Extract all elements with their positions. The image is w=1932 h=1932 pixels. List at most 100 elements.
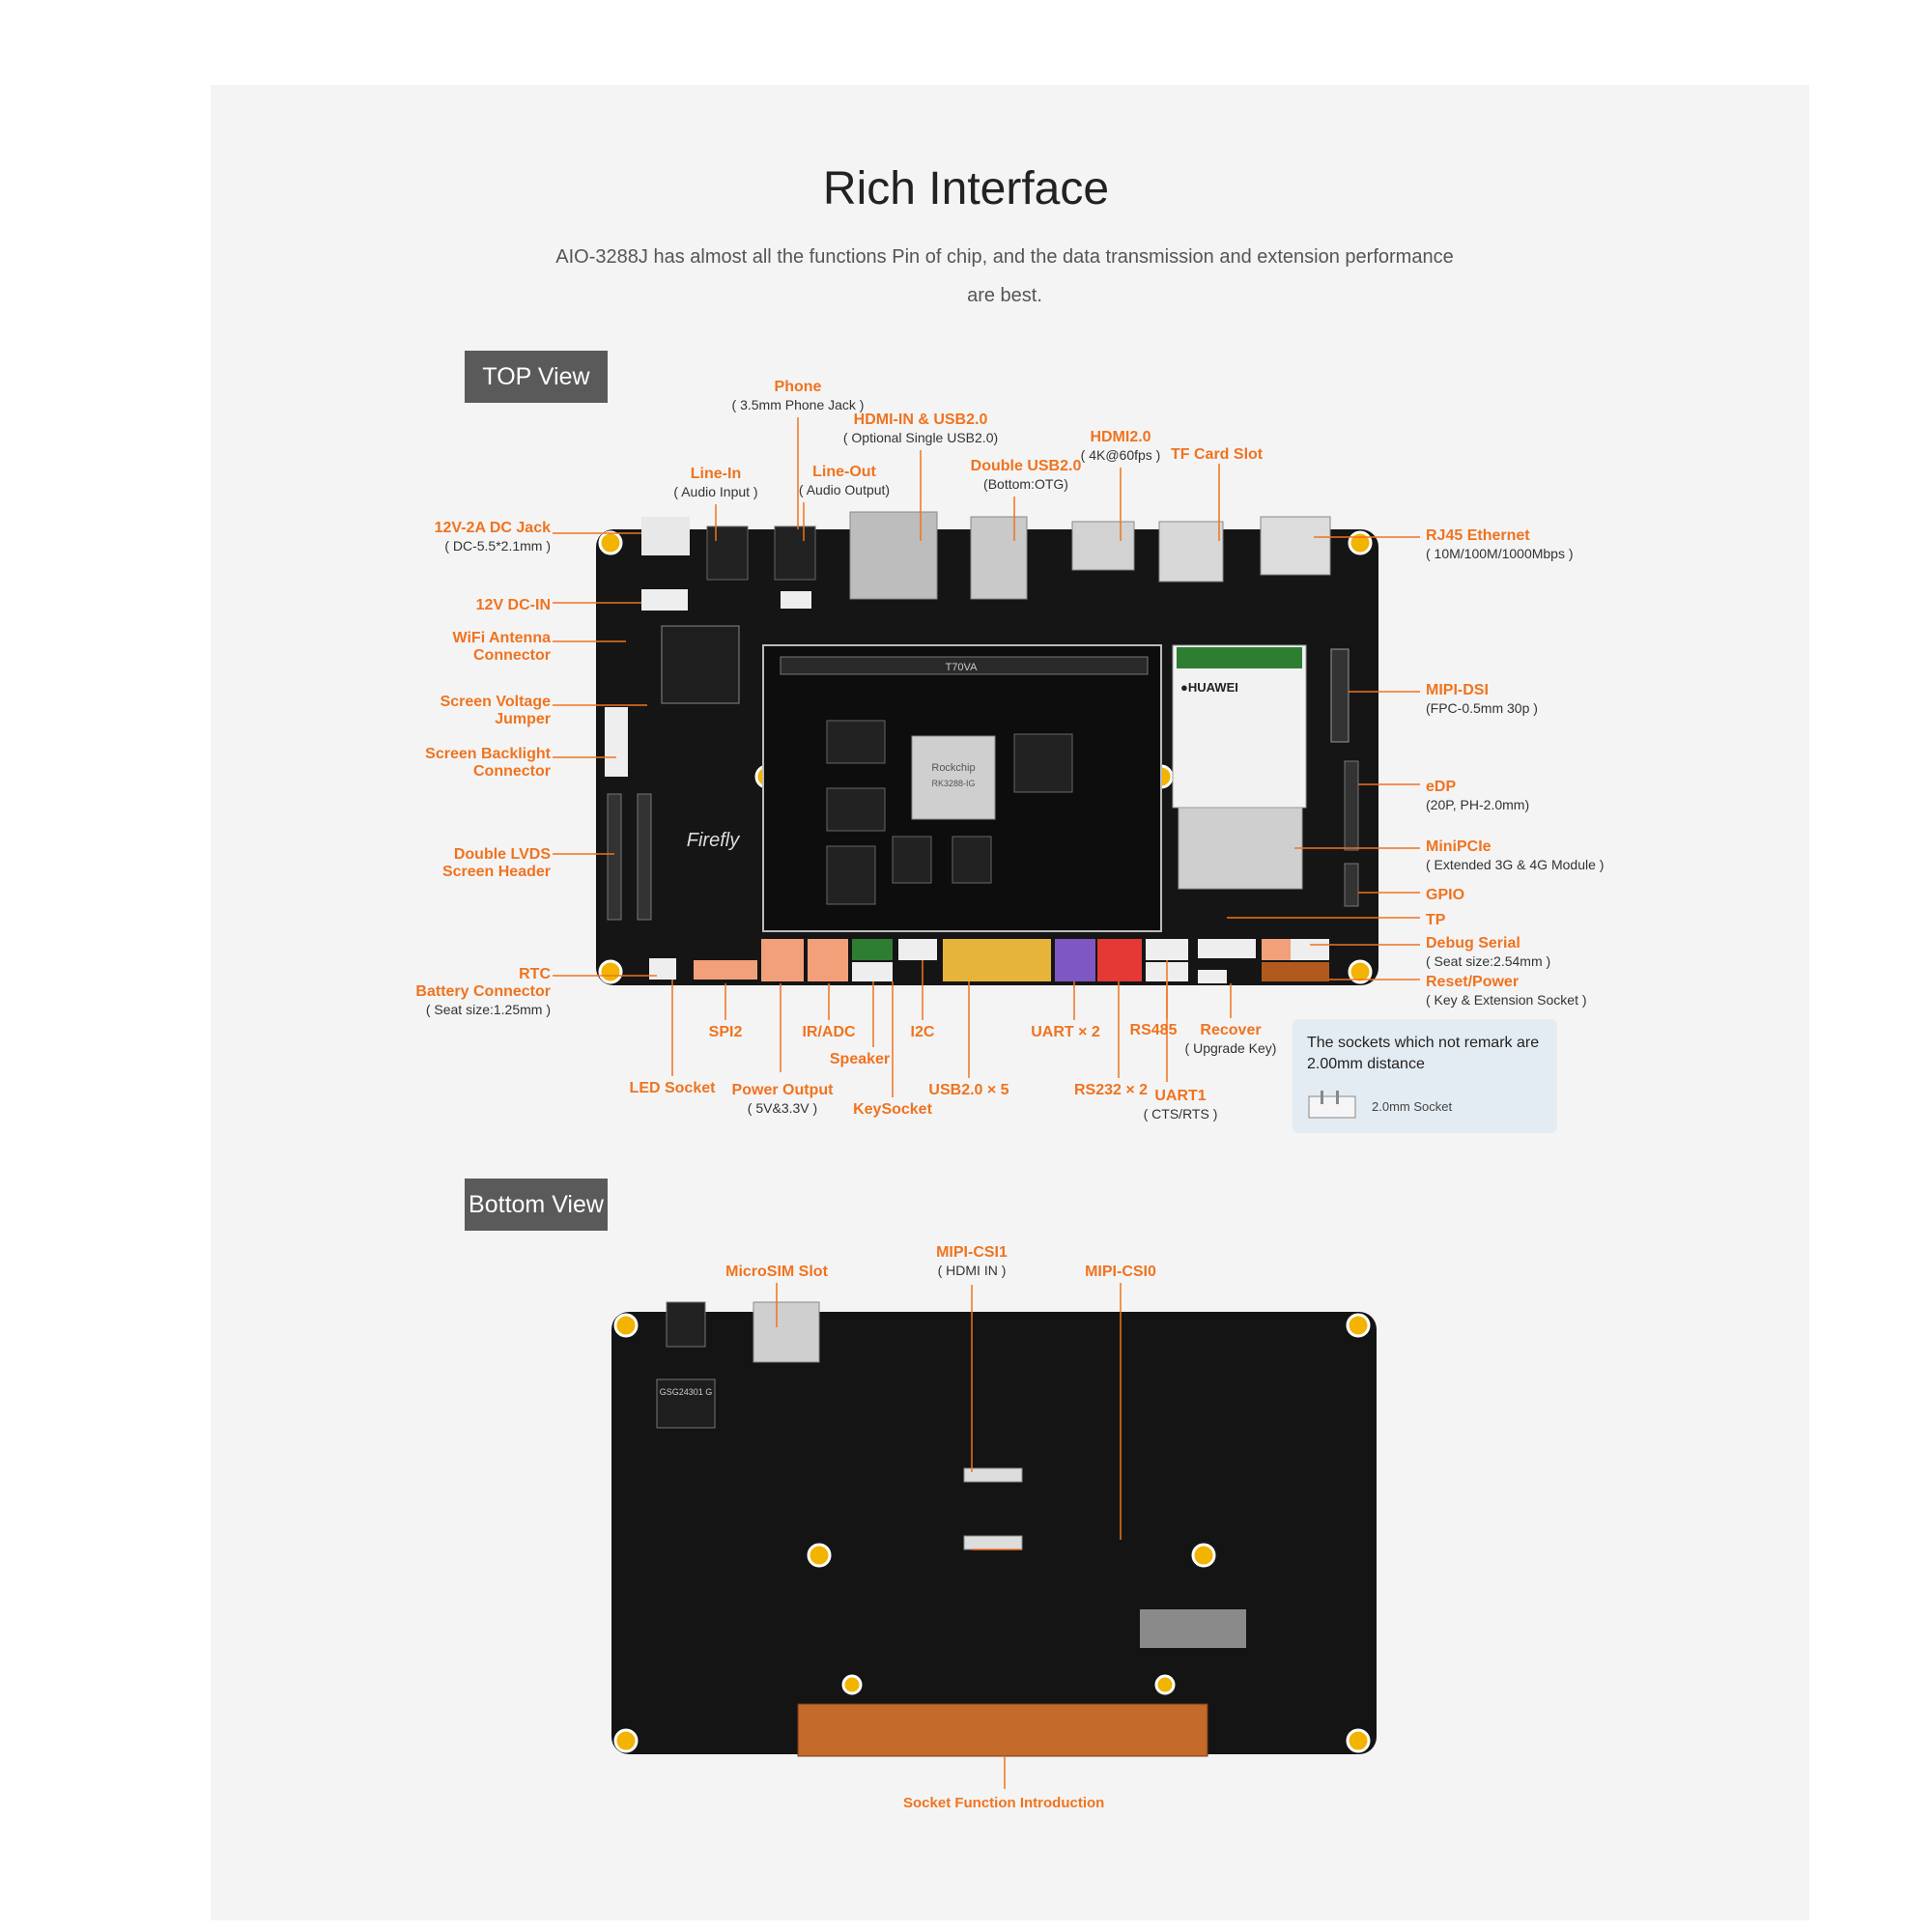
uart-socket — [1055, 939, 1095, 981]
usb-sockets — [943, 939, 1051, 981]
mount-hole — [841, 1674, 863, 1695]
hdmi-in-usb-connector — [849, 511, 938, 600]
hdmi-out-connector — [1071, 521, 1135, 571]
note-text: The sockets which not remark are 2.00mm … — [1307, 1035, 1540, 1072]
dc-in-socket — [641, 589, 688, 611]
mount-hole — [598, 959, 623, 984]
pmic-chip — [1013, 733, 1073, 793]
socket-function-table — [797, 1703, 1208, 1757]
label-lvds: Double LVDS Screen Header — [441, 846, 551, 880]
mount-hole — [1154, 1674, 1176, 1695]
lvds-header — [637, 793, 652, 921]
mount-hole — [1346, 1313, 1371, 1338]
mount-hole — [807, 1543, 832, 1568]
label-hdmi20: HDMI2.0( 4K@60fps ) — [1080, 429, 1161, 463]
socket-note: The sockets which not remark are 2.00mm … — [1293, 1019, 1557, 1133]
microsim-slot — [753, 1301, 820, 1363]
inductor-row — [1140, 1609, 1246, 1648]
bottom-chip — [656, 1378, 716, 1429]
label-socket-intro: Socket Function Introduction — [903, 1795, 1105, 1811]
som-label: T70VA — [946, 662, 978, 673]
rs232-socket — [1097, 939, 1142, 981]
top-view-label: TOP View — [465, 351, 608, 403]
top-board: T70VA Rockchip RK3288-IG Firefly ●HUAWEI — [596, 511, 1378, 985]
label-debug: Debug Serial( Seat size:2.54mm ) — [1426, 935, 1551, 969]
label-speaker: Speaker — [829, 1051, 891, 1067]
i2c-socket — [898, 939, 937, 960]
label-tf-card: TF Card Slot — [1171, 446, 1264, 463]
rj45-bottom — [666, 1301, 706, 1348]
line-out-jack — [774, 526, 816, 581]
ram-chip — [892, 836, 932, 884]
emmc-chip — [826, 845, 876, 905]
label-dc-in: 12V DC-IN — [475, 597, 551, 613]
recover-key — [1198, 970, 1227, 983]
ram-chip — [826, 720, 886, 764]
label-line-out: Line-Out( Audio Output) — [798, 464, 891, 497]
keysocket — [852, 962, 893, 981]
mipi-csi0-fpc — [963, 1535, 1023, 1550]
label-rs232: RS232 × 2 — [1073, 1082, 1149, 1098]
label-uart1: UART1( CTS/RTS ) — [1143, 1088, 1218, 1122]
mount-hole — [1348, 530, 1373, 555]
firefly-logo: Firefly — [687, 830, 740, 851]
debug-socket — [1262, 939, 1291, 960]
double-usb-connector — [970, 516, 1028, 600]
leader-lines — [553, 417, 1420, 1789]
label-ir-adc: IR/ADC — [802, 1024, 856, 1040]
socket-icon — [1308, 1091, 1356, 1119]
label-phone: Phone( 3.5mm Phone Jack ) — [731, 379, 865, 412]
label-rs485: RS485 — [1129, 1022, 1178, 1038]
label-spi2: SPI2 — [708, 1024, 743, 1040]
mount-hole — [1346, 1728, 1371, 1753]
mount-hole — [598, 530, 623, 555]
lvds-header — [607, 793, 622, 921]
label-recover: Recover( Upgrade Key) — [1184, 1022, 1277, 1056]
label-hdmi-in: HDMI-IN & USB2.0( Optional Single USB2.0… — [842, 412, 999, 445]
bottom-chip-label: GSG24301 G — [660, 1387, 713, 1397]
label-mipi-csi0: MIPI-CSI0 — [1085, 1264, 1156, 1280]
label-wifi: WiFi Antenna Connector — [452, 630, 551, 664]
chip-model: RK3288-IG — [931, 779, 975, 788]
spi2-socket — [694, 960, 757, 980]
label-screen-backlight: Screen Backlight Connector — [425, 746, 551, 780]
label-line-in: Line-In( Audio Input ) — [673, 466, 758, 499]
label-microsim: MicroSIM Slot — [725, 1264, 828, 1280]
power-output-socket — [761, 939, 804, 981]
label-keysocket: KeySocket — [853, 1101, 932, 1118]
label-usb5: USB2.0 × 5 — [928, 1082, 1009, 1098]
label-led: LED Socket — [629, 1080, 716, 1096]
label-rj45: RJ45 Ethernet( 10M/100M/1000Mbps ) — [1426, 527, 1574, 561]
label-tp: TP — [1426, 912, 1446, 928]
rj45-connector — [1260, 516, 1331, 576]
mipi-dsi-fpc — [1330, 648, 1350, 743]
label-double-usb: Double USB2.0(Bottom:OTG) — [970, 458, 1082, 492]
socket-icon-label: 2.0mm Socket — [1372, 1099, 1453, 1114]
label-gpio: GPIO — [1426, 887, 1465, 903]
page-subtitle: AIO-3288J has almost all the functions P… — [555, 246, 1454, 306]
rs485-socket — [1146, 939, 1188, 960]
ram-chip — [952, 836, 992, 884]
label-mipi-csi1: MIPI-CSI1( HDMI IN ) — [936, 1244, 1008, 1278]
tf-card-slot-connector — [1158, 521, 1224, 582]
som-connector — [780, 656, 1149, 675]
tp-socket — [1198, 939, 1256, 958]
label-mipi-dsi: MIPI-DSI(FPC-0.5mm 30p ) — [1426, 682, 1538, 716]
soc-chip — [911, 735, 996, 820]
ram-chip — [826, 787, 886, 832]
label-rtc: RTC Battery Connector( Seat size:1.25mm … — [415, 966, 551, 1017]
reset-power-socket — [1262, 962, 1329, 981]
mount-hole — [1348, 959, 1373, 984]
mount-hole — [613, 1313, 639, 1338]
edp-header — [1344, 760, 1359, 851]
page-title: Rich Interface — [822, 163, 1110, 214]
bottom-board: GSG24301 G — [611, 1301, 1377, 1757]
label-uart2: UART × 2 — [1031, 1024, 1100, 1040]
ir-adc-socket — [808, 939, 848, 981]
wifi-module — [661, 625, 740, 704]
line-in-jack — [706, 526, 749, 581]
label-power-out: Power Output( 5V&3.3V ) — [731, 1082, 834, 1116]
module-brand: ●HUAWEI — [1180, 680, 1238, 695]
label-edp: eDP(20P, PH-2.0mm) — [1426, 779, 1530, 812]
